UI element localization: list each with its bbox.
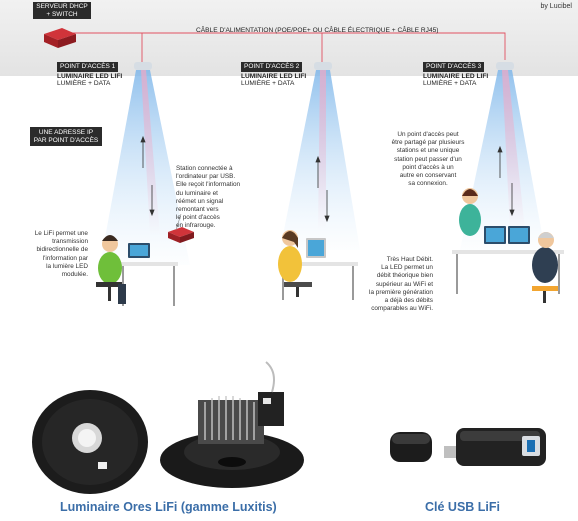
ir-beam-3 xyxy=(502,70,525,230)
access-point-3-line1: LUMINAIRE LED LIFI xyxy=(423,73,489,80)
arrow-pair-3 xyxy=(497,145,515,217)
ip-address-label: UNE ADRESSE IP PAR POINT D'ACCÈS xyxy=(30,127,102,146)
caption-usb-key: Clé USB LiFi xyxy=(425,500,501,514)
note-shared: Un point d'accès peut être partagé par p… xyxy=(391,131,465,188)
workstation-scene-1 xyxy=(96,235,178,306)
byline: by Lucibel xyxy=(540,3,572,10)
access-point-3-title: POINT D'ACCÈS 3 xyxy=(423,62,485,72)
note-speed: Très Haut Débit. La LED permet un débit … xyxy=(369,256,433,313)
server-device-icon xyxy=(44,28,76,48)
usb-key-cap-photo xyxy=(390,432,432,462)
access-point-1-info: LUMINAIRE LED LIFI LUMIÈRE + DATA xyxy=(57,73,122,88)
note-lifi: Le LiFi permet une transmission bidirect… xyxy=(34,230,88,279)
access-point-2-line1: LUMINAIRE LED LIFI xyxy=(241,73,307,80)
access-point-3-line2: LUMIÈRE + DATA xyxy=(423,80,477,88)
server-label: SERVEUR DHCP + SWITCH xyxy=(33,2,91,19)
ir-beam-1 xyxy=(141,70,160,235)
power-cable xyxy=(69,32,506,62)
access-point-1-line2: LUMIÈRE + DATA xyxy=(57,80,111,88)
luminaire-icon-1 xyxy=(134,62,152,70)
caption-luminaire: Luminaire Ores LiFi (gamme Luxitis) xyxy=(60,500,277,514)
luminaire-back-photo xyxy=(160,361,304,488)
usb-station-icon xyxy=(168,213,194,243)
access-point-1-title: POINT D'ACCÈS 1 xyxy=(57,62,119,72)
note-station: Station connectée à l'ordinateur par USB… xyxy=(176,165,241,230)
access-point-3-info: LUMINAIRE LED LIFI LUMIÈRE + DATA xyxy=(423,73,488,88)
luminaire-icon-2 xyxy=(314,62,332,70)
arrow-pair-1 xyxy=(140,135,155,217)
access-point-1-line1: LUMINAIRE LED LIFI xyxy=(57,73,123,80)
workstation-scene-3 xyxy=(452,188,564,303)
ir-beam-2 xyxy=(318,70,326,230)
workstation-scene-2 xyxy=(278,230,358,300)
luminaire-front-photo xyxy=(32,390,148,494)
access-point-2-title: POINT D'ACCÈS 2 xyxy=(241,62,303,72)
usb-key-body-photo xyxy=(444,428,546,466)
light-beam-1 xyxy=(100,70,190,265)
access-point-2-info: LUMINAIRE LED LIFI LUMIÈRE + DATA xyxy=(241,73,306,88)
access-point-2-line2: LUMIÈRE + DATA xyxy=(241,80,295,88)
luminaire-icon-3 xyxy=(496,62,514,70)
arrow-pair-2 xyxy=(315,155,330,223)
cable-label: CÂBLE D'ALIMENTATION (POE/POE+ OU CÂBLE … xyxy=(196,27,439,34)
light-beam-3 xyxy=(460,70,545,250)
